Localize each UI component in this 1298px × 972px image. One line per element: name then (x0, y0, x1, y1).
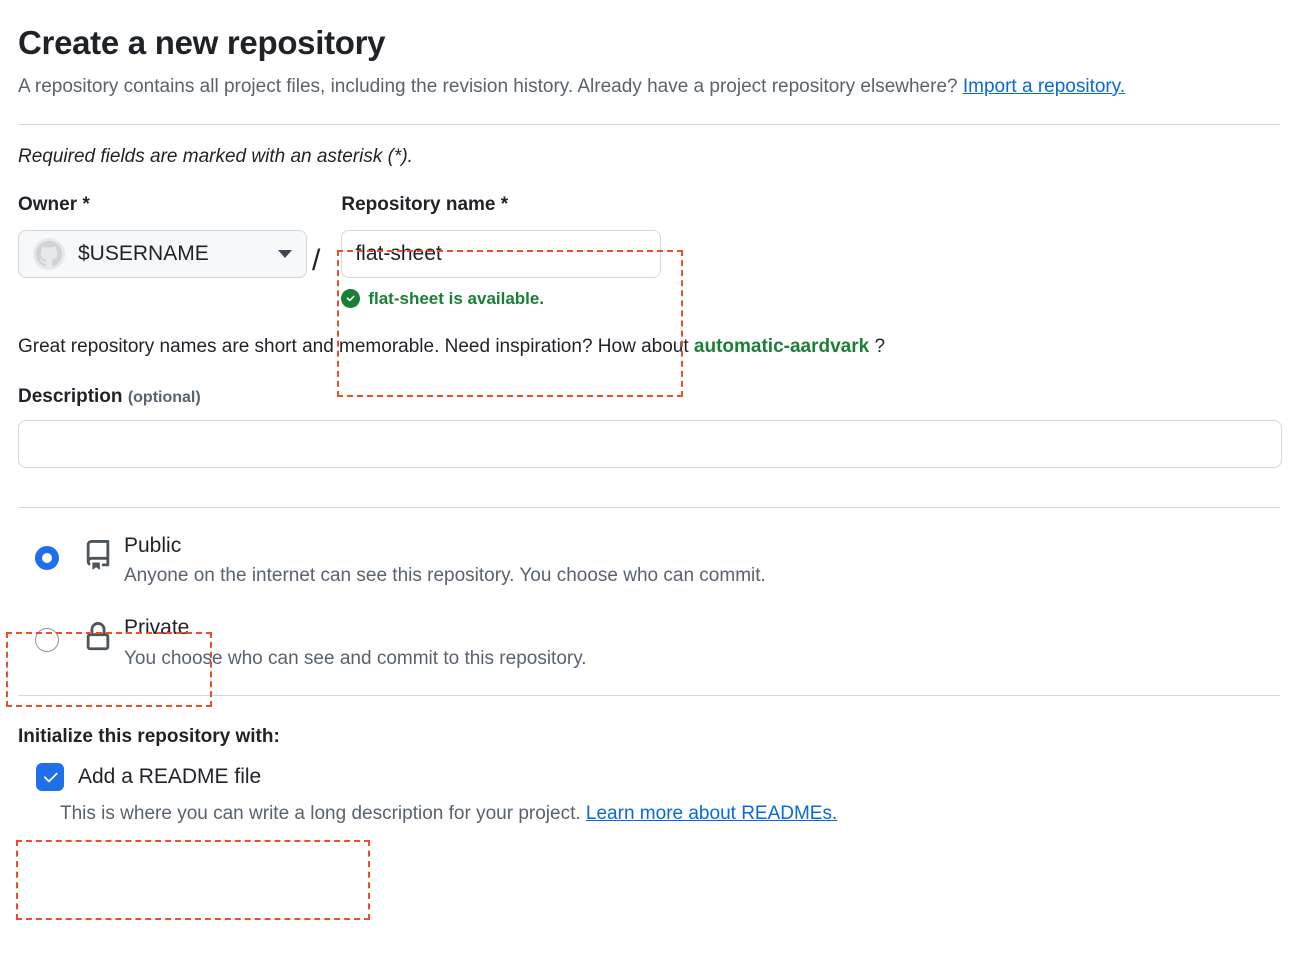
availability-message: flat-sheet is available. (341, 289, 663, 309)
private-option-title: Private (124, 616, 190, 640)
add-readme-row[interactable]: Add a README file (18, 763, 1280, 792)
name-inspiration-text: Great repository names are short and mem… (18, 336, 1280, 358)
suggested-repository-name[interactable]: automatic-aardvark (693, 335, 870, 357)
inspiration-suffix: ? (874, 335, 886, 357)
page-title: Create a new repository (18, 24, 386, 61)
repository-name-input[interactable] (341, 229, 662, 278)
add-readme-label: Add a README file (78, 765, 262, 789)
repository-name-label: Repository name * (341, 193, 509, 215)
chevron-down-icon (278, 249, 292, 258)
owner-label: Owner * (18, 193, 90, 215)
initialize-section-highlight (16, 840, 370, 920)
description-optional-tag: (optional) (127, 388, 201, 406)
owner-and-name-row: Owner * $USERNAME / Repository name * (18, 194, 1280, 309)
divider-initialize (18, 695, 1280, 697)
add-readme-checkbox[interactable] (36, 763, 64, 792)
divider-top (18, 123, 1280, 125)
divider-visibility (18, 506, 1280, 508)
private-radio[interactable] (35, 628, 59, 653)
private-option-subtitle: You choose who can see and commit to thi… (124, 647, 587, 669)
learn-more-readmes-link[interactable]: Learn more about READMEs. (585, 803, 838, 825)
import-repository-link[interactable]: Import a repository. (962, 75, 1126, 97)
page-description-text: A repository contains all project files,… (18, 75, 958, 97)
readme-description-text: This is where you can write a long descr… (60, 803, 581, 825)
private-option-text: Private You choose who can see and commi… (124, 612, 1280, 673)
inspiration-prefix: Great repository names are short and mem… (18, 335, 689, 357)
description-input[interactable] (18, 419, 1282, 468)
repository-name-field: Repository name * flat-sheet is availabl… (329, 194, 663, 309)
visibility-option-private[interactable]: Private You choose who can see and commi… (18, 612, 1280, 673)
owner-name-value: $USERNAME (78, 241, 209, 265)
public-option-subtitle: Anyone on the internet can see this repo… (124, 564, 766, 586)
owner-select-button[interactable]: $USERNAME (18, 229, 307, 278)
public-option-text: Public Anyone on the internet can see th… (124, 530, 1280, 591)
availability-text: flat-sheet is available. (368, 288, 545, 308)
visibility-options: Public Anyone on the internet can see th… (18, 530, 1280, 674)
readme-description: This is where you can write a long descr… (60, 803, 1280, 825)
owner-repo-separator: / (312, 243, 321, 277)
initialize-section-title: Initialize this repository with: (18, 726, 280, 748)
required-fields-note: Required fields are marked with an aster… (18, 145, 413, 167)
public-radio-wrap[interactable] (18, 530, 72, 570)
description-label: Description (optional) (18, 386, 1280, 408)
public-option-title: Public (124, 533, 182, 557)
private-radio-wrap[interactable] (18, 612, 72, 653)
repo-book-icon (72, 530, 124, 570)
visibility-option-public[interactable]: Public Anyone on the internet can see th… (18, 530, 1280, 591)
owner-field: Owner * $USERNAME (18, 194, 308, 278)
public-radio[interactable] (35, 545, 59, 570)
page-description: A repository contains all project files,… (18, 72, 1198, 103)
check-circle-fill-icon (341, 289, 361, 308)
lock-icon (72, 612, 124, 652)
github-mark-avatar (33, 237, 65, 270)
description-label-text: Description (18, 385, 123, 407)
